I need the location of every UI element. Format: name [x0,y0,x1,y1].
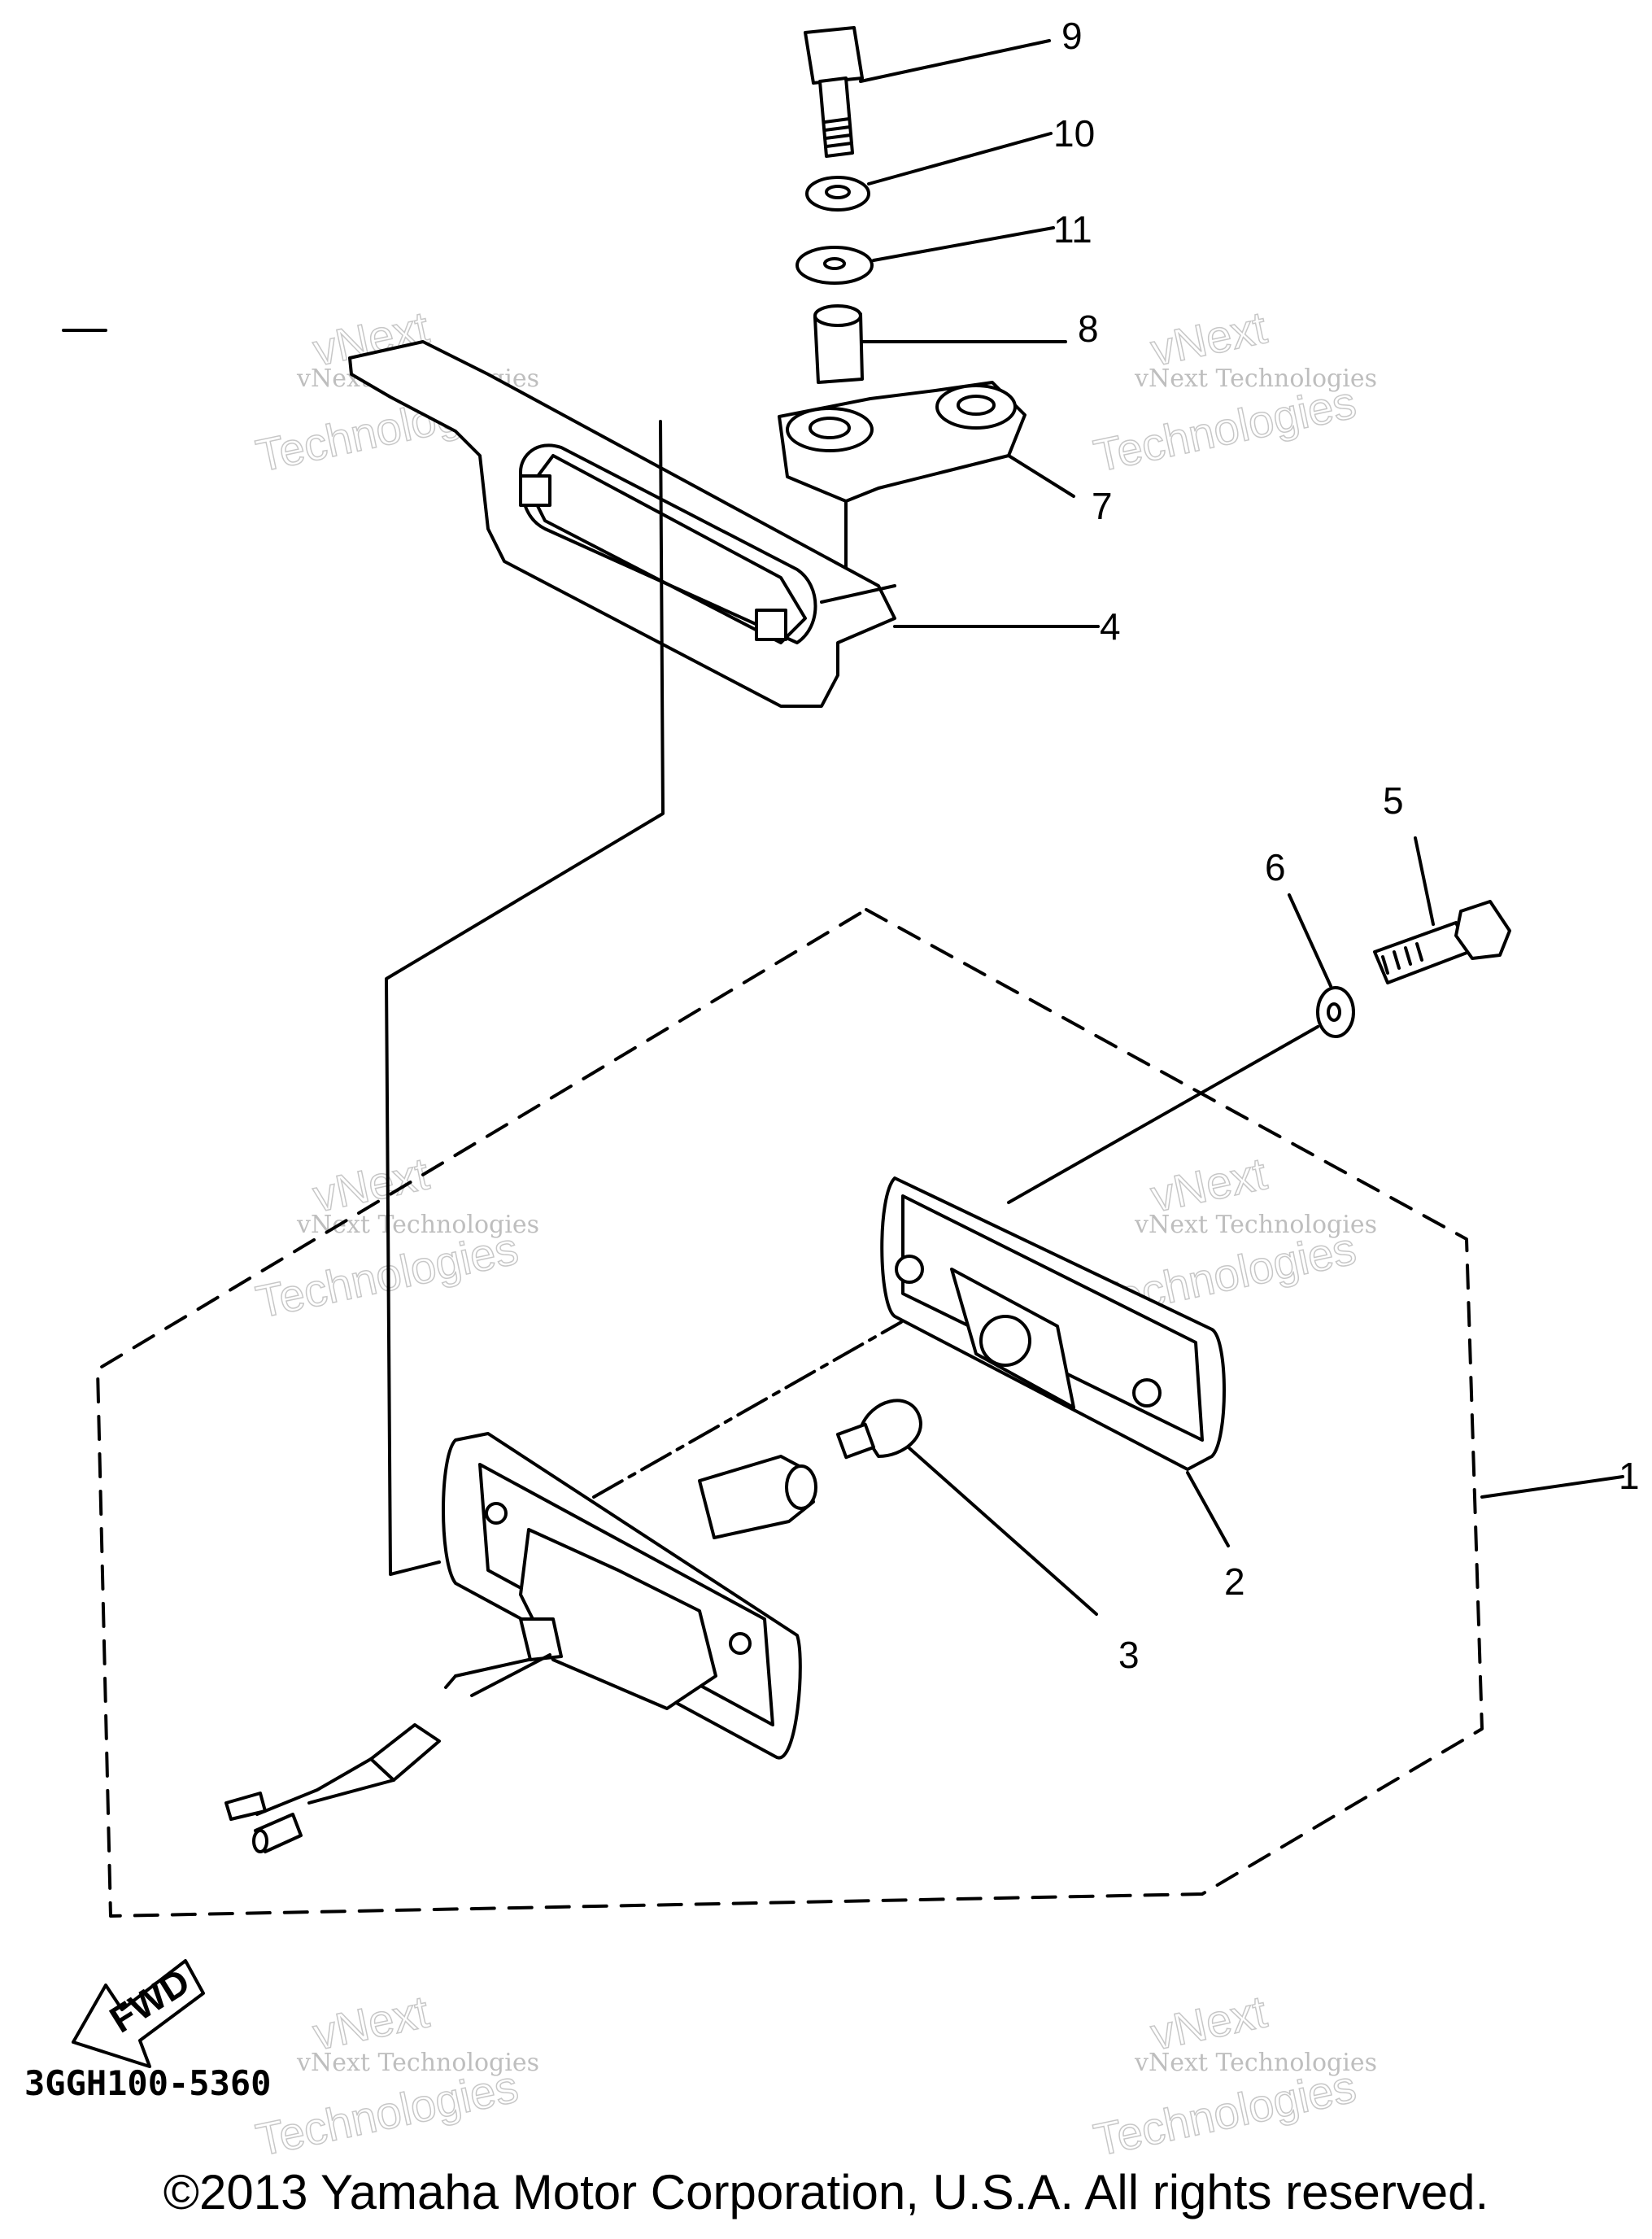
copyright-notice: ©2013 Yamaha Motor Corporation, U.S.A. A… [163,2165,1489,2219]
diagram-code: 3GGH100-5360 [24,2063,271,2103]
callout-1: 1 [1619,1455,1640,1497]
part-5-screw [1373,836,1511,984]
watermark-text: vNext Technologies [1134,364,1377,393]
part-11-washer [795,226,1055,285]
callout-3: 3 [1118,1634,1140,1676]
part-2-lens [880,1176,1230,1547]
leader-line [385,420,665,1576]
part-6-washer [1007,893,1355,1204]
callout-7: 7 [1092,485,1113,527]
watermark-text: vNext Technologies [296,2049,539,2077]
callout-9: 9 [1061,15,1083,57]
watermark-text: vNext Technologies [1134,1211,1377,1239]
callout-8: 8 [1078,308,1099,350]
part-7-bracket-arm [778,381,1075,596]
watermark-text: vNext Technologies [1134,2049,1377,2077]
callout-2: 2 [1224,1560,1245,1603]
part-8-collar [813,304,1067,384]
watermark-text: vNext Technologies [296,1211,539,1239]
callout-6: 6 [1265,846,1286,888]
callout-4: 4 [1100,605,1121,648]
callout-group: 9 10 11 8 7 4 5 6 1 2 3 [1053,15,1640,1676]
fwd-arrow-icon: FWD [72,1959,205,2068]
callout-11: 11 [1053,208,1092,251]
part-1-tail-light-assembly [96,908,1624,1918]
lamp-housing [224,1320,903,1853]
part-4-plate-bracket [62,329,1100,708]
callout-5: 5 [1383,779,1404,822]
part-9-bolt [804,26,1051,158]
part-10-lock-washer [805,132,1053,212]
part-3-bulb [835,1399,1098,1616]
callout-10: 10 [1053,112,1095,155]
